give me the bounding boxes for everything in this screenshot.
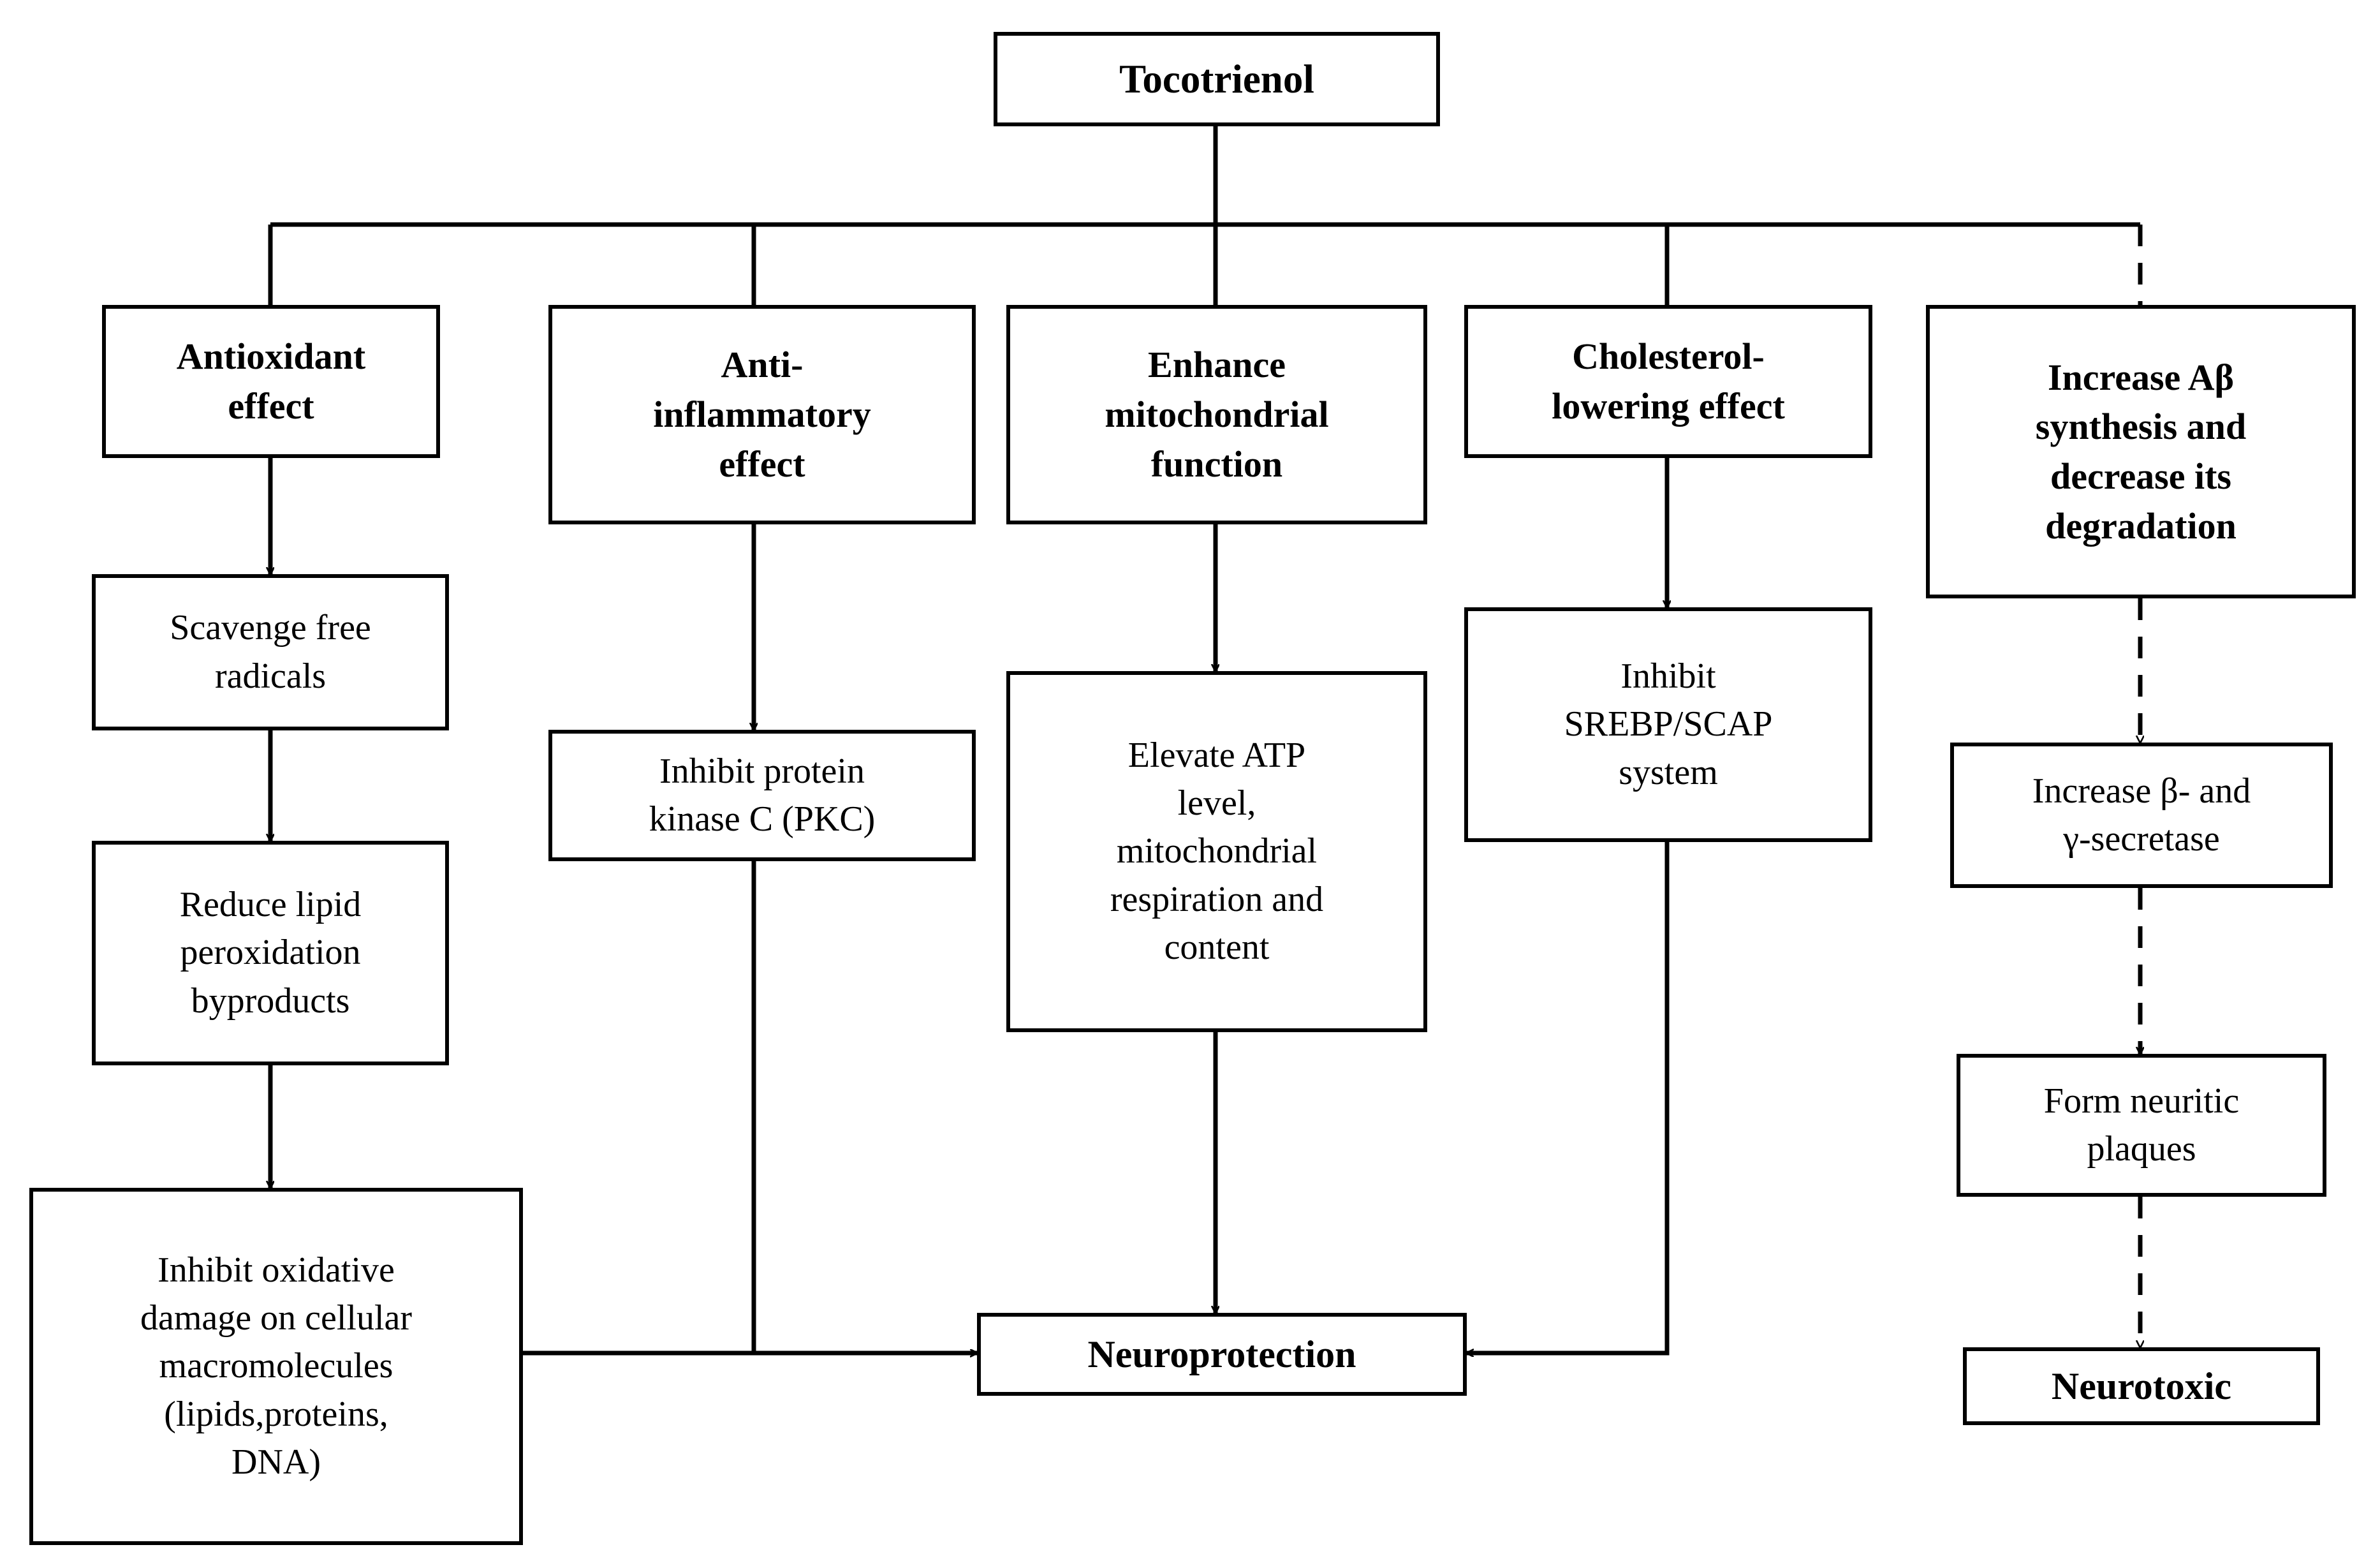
node-increase-abeta-synthesis[interactable]: Increase Aβ synthesis and decrease its d… bbox=[1926, 305, 2356, 598]
node-anti-inflammatory-effect[interactable]: Anti- inflammatory effect bbox=[548, 305, 976, 524]
node-anti-inflammatory-effect-label: Anti- inflammatory effect bbox=[653, 344, 871, 485]
node-neurotoxic-label: Neurotoxic bbox=[2051, 1365, 2232, 1407]
node-increase-abeta-synthesis-label: Increase Aβ synthesis and decrease its d… bbox=[2035, 356, 2247, 547]
node-neuroprotection-label: Neuroprotection bbox=[1087, 1333, 1356, 1375]
node-elevate-atp-level-label: Elevate ATP level, mitochondrial respira… bbox=[1110, 736, 1324, 967]
node-cholesterol-lowering-effect[interactable]: Cholesterol- lowering effect bbox=[1464, 305, 1872, 458]
node-increase-secretase[interactable]: Increase β- and γ-secretase bbox=[1950, 743, 2333, 888]
node-inhibit-oxidative-damage[interactable]: Inhibit oxidative damage on cellular mac… bbox=[29, 1188, 523, 1545]
node-enhance-mitochondrial-function-label: Enhance mitochondrial function bbox=[1105, 344, 1329, 485]
node-inhibit-srebp-scap-label: Inhibit SREBP/SCAP system bbox=[1564, 656, 1773, 792]
node-antioxidant-effect[interactable]: Antioxidant effect bbox=[102, 305, 440, 458]
node-scavenge-free-radicals[interactable]: Scavenge free radicals bbox=[92, 574, 449, 730]
node-form-neuritic-plaques-label: Form neuritic plaques bbox=[2043, 1081, 2240, 1169]
node-form-neuritic-plaques[interactable]: Form neuritic plaques bbox=[1957, 1054, 2326, 1197]
node-inhibit-protein-kinase-c-label: Inhibit protein kinase C (PKC) bbox=[649, 751, 876, 839]
node-elevate-atp-level[interactable]: Elevate ATP level, mitochondrial respira… bbox=[1006, 671, 1427, 1032]
node-increase-secretase-label: Increase β- and γ-secretase bbox=[2032, 771, 2251, 859]
node-cholesterol-lowering-effect-label: Cholesterol- lowering effect bbox=[1552, 336, 1785, 427]
node-neuroprotection[interactable]: Neuroprotection bbox=[977, 1313, 1467, 1396]
node-inhibit-protein-kinase-c[interactable]: Inhibit protein kinase C (PKC) bbox=[548, 730, 976, 861]
node-enhance-mitochondrial-function[interactable]: Enhance mitochondrial function bbox=[1006, 305, 1427, 524]
node-tocotrienol-label: Tocotrienol bbox=[1119, 56, 1314, 101]
node-inhibit-srebp-scap[interactable]: Inhibit SREBP/SCAP system bbox=[1464, 607, 1872, 842]
node-neurotoxic[interactable]: Neurotoxic bbox=[1963, 1347, 2320, 1425]
node-scavenge-free-radicals-label: Scavenge free radicals bbox=[170, 608, 371, 696]
node-tocotrienol[interactable]: Tocotrienol bbox=[994, 32, 1440, 126]
node-inhibit-oxidative-damage-label: Inhibit oxidative damage on cellular mac… bbox=[140, 1250, 412, 1482]
node-antioxidant-effect-label: Antioxidant effect bbox=[176, 336, 366, 427]
node-reduce-lipid-peroxidation[interactable]: Reduce lipid peroxidation byproducts bbox=[92, 841, 449, 1065]
edge-srebp-to-neuroprotection bbox=[1467, 842, 1670, 1353]
node-reduce-lipid-peroxidation-label: Reduce lipid peroxidation byproducts bbox=[179, 885, 362, 1021]
